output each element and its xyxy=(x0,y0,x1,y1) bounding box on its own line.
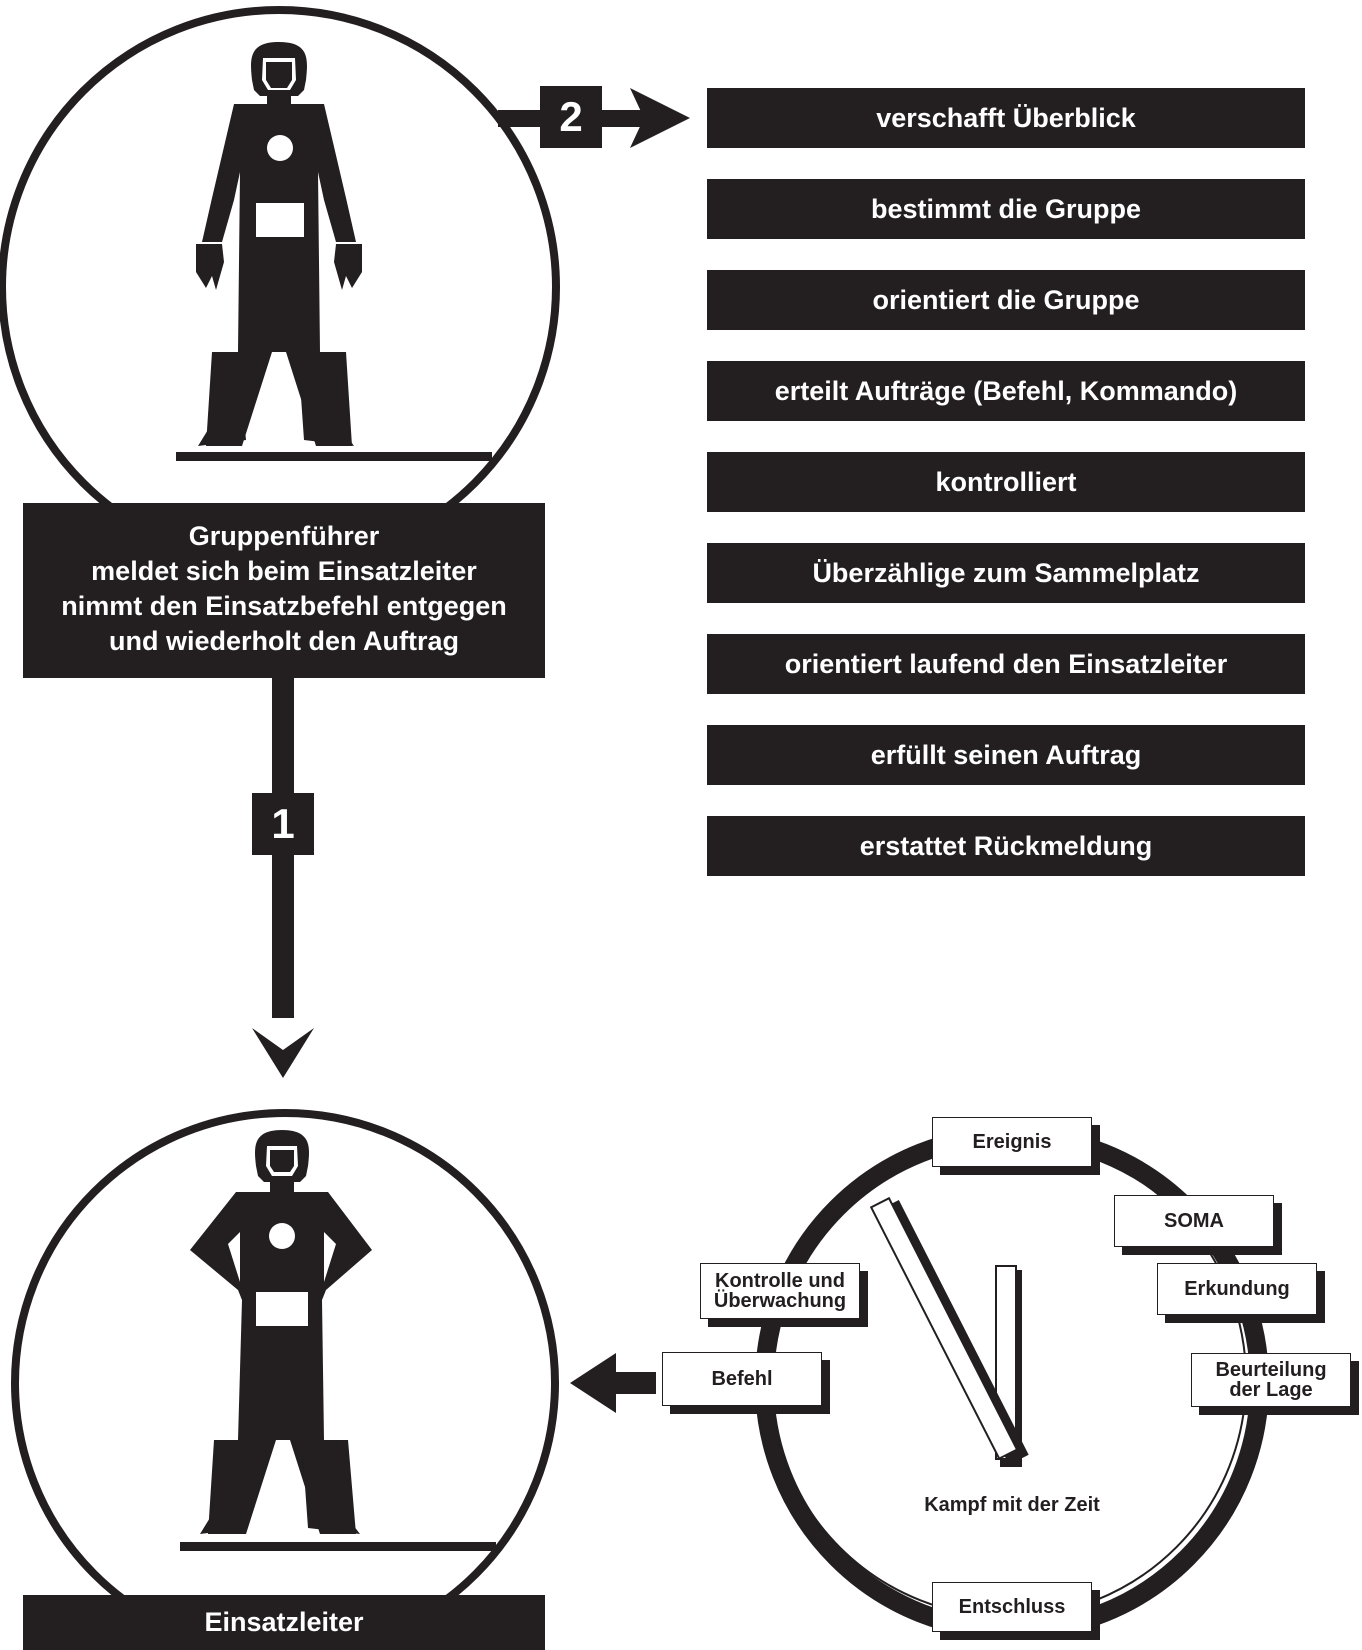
firefighter-standing-icon xyxy=(176,42,492,461)
cycle-label-befehl: Befehl xyxy=(662,1352,822,1406)
cycle-label-beurteilung: Beurteilung der Lage xyxy=(1191,1353,1351,1407)
commander-caption: Einsatzleiter xyxy=(23,1595,545,1650)
cycle-label-beurteilung-line-1: Beurteilung xyxy=(1215,1359,1327,1381)
step-1-badge: 1 xyxy=(252,793,314,855)
firefighter-hands-on-hips-icon xyxy=(180,1130,496,1551)
cycle-label-ereignis: Ereignis xyxy=(932,1117,1092,1167)
task-item: Überzählige zum Sammelplatz xyxy=(707,543,1305,603)
arrow-to-commander xyxy=(252,676,314,1078)
task-item: orientiert die Gruppe xyxy=(707,270,1305,330)
cycle-label-entschluss: Entschluss xyxy=(932,1582,1092,1632)
leader-caption-line-2: meldet sich beim Einsatzleiter xyxy=(91,556,477,586)
task-item: orientiert laufend den Einsatzleiter xyxy=(707,634,1305,694)
cycle-label-soma: SOMA xyxy=(1114,1195,1274,1247)
task-item: kontrolliert xyxy=(707,452,1305,512)
leader-caption-line-4: und wiederholt den Auftrag xyxy=(109,626,459,656)
cycle-label-kontrolle-line-2: Überwachung xyxy=(713,1290,847,1312)
cycle-label-erkundung: Erkundung xyxy=(1157,1263,1317,1315)
cycle-label-kontrolle: Kontrolle und Überwachung xyxy=(700,1263,860,1319)
step-2-badge: 2 xyxy=(540,86,602,148)
task-item: bestimmt die Gruppe xyxy=(707,179,1305,239)
task-item: erstattet Rückmeldung xyxy=(707,816,1305,876)
leader-caption: Gruppenführer meldet sich beim Einsatzle… xyxy=(23,503,545,678)
task-item: verschafft Überblick xyxy=(707,88,1305,148)
task-item: erfüllt seinen Auftrag xyxy=(707,725,1305,785)
arrow-to-commander-from-cycle xyxy=(570,1353,656,1413)
leader-caption-line-3: nimmt den Einsatzbefehl entgegen xyxy=(61,591,507,621)
leader-caption-line-1: Gruppenführer xyxy=(188,521,380,551)
clock-hour-hand xyxy=(869,1196,1029,1465)
task-list: verschafft Überblick bestimmt die Gruppe… xyxy=(707,88,1305,907)
task-item: erteilt Aufträge (Befehl, Kommando) xyxy=(707,361,1305,421)
cycle-label-kontrolle-line-1: Kontrolle und xyxy=(715,1270,845,1292)
clock-center-label: Kampf mit der Zeit xyxy=(924,1494,1100,1516)
cycle-label-beurteilung-line-2: der Lage xyxy=(1229,1379,1313,1401)
